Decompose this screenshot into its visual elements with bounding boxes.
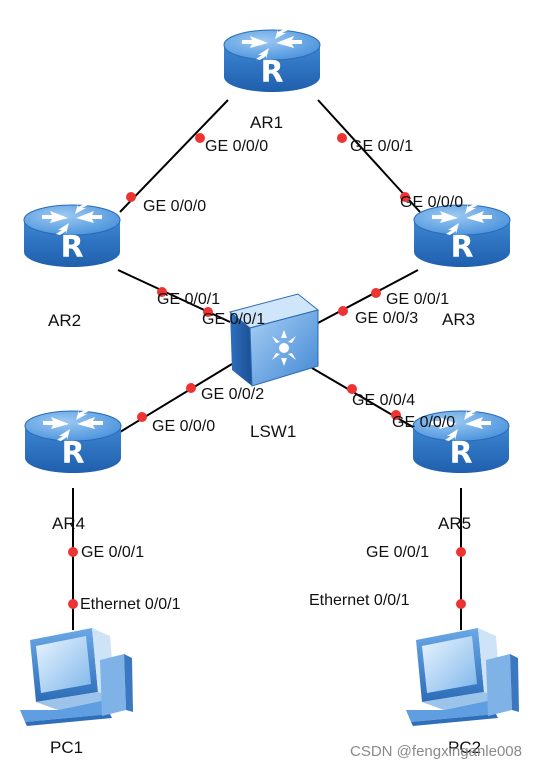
- port-dot: [400, 192, 410, 202]
- port-dot: [126, 192, 136, 202]
- port-dot: [186, 383, 196, 393]
- link-ar3-lsw1: [315, 269, 419, 325]
- port-dot: [391, 410, 401, 420]
- port-dot: [68, 599, 78, 609]
- port-label: GE 0/0/0: [152, 418, 215, 435]
- pc-icon[interactable]: [406, 628, 519, 726]
- port-label: GE 0/0/0: [205, 138, 268, 155]
- port-dot: [456, 547, 466, 557]
- port-dot: [338, 306, 348, 316]
- port-label: GE 0/0/1: [157, 291, 220, 308]
- port-dot: [137, 412, 147, 422]
- router-icon[interactable]: [23, 203, 121, 268]
- port-label: GE 0/0/0: [400, 194, 463, 211]
- port-label: GE 0/0/2: [201, 386, 264, 403]
- port-label: GE 0/0/1: [202, 311, 265, 328]
- link-ar1-ar2: [119, 99, 229, 213]
- port-dot: [203, 307, 213, 317]
- port-label: GE 0/0/1: [386, 291, 449, 308]
- port-dot: [68, 547, 78, 557]
- router-icon[interactable]: [223, 28, 321, 93]
- router-icon[interactable]: [413, 203, 511, 268]
- device-label-ar2: AR2: [48, 311, 81, 330]
- port-dot: [195, 133, 205, 143]
- port-dot: [456, 599, 466, 609]
- device-label-pc1: PC1: [50, 738, 83, 757]
- port-label: GE 0/0/0: [392, 414, 455, 431]
- port-label: GE 0/0/1: [81, 544, 144, 561]
- links: [72, 99, 462, 630]
- port-label: GE 0/0/1: [366, 544, 429, 561]
- router-icon[interactable]: [24, 409, 122, 474]
- port-label: Ethernet 0/0/1: [80, 596, 181, 613]
- device-label-ar5: AR5: [438, 514, 471, 533]
- link-lsw1-ar5: [311, 367, 419, 431]
- switch-icon[interactable]: [228, 293, 320, 387]
- device-label-ar3: AR3: [442, 310, 475, 329]
- port-dot: [371, 288, 381, 298]
- device-label-ar1: AR1: [250, 113, 283, 132]
- port-label: GE 0/0/3: [355, 310, 418, 327]
- port-label: GE 0/0/0: [143, 198, 206, 215]
- port-label: Ethernet 0/0/1: [309, 592, 410, 609]
- device-label-pc2: PC2: [448, 738, 481, 757]
- port-label: GE 0/0/1: [350, 138, 413, 155]
- device-label-ar4: AR4: [52, 514, 85, 533]
- watermark: CSDN @fengxinganle008: [350, 743, 522, 760]
- port-dots: [68, 133, 466, 609]
- pc-icon[interactable]: [20, 628, 133, 726]
- port-dot: [347, 384, 357, 394]
- device-label-lsw1: LSW1: [250, 422, 296, 441]
- port-dot: [337, 133, 347, 143]
- port-dot: [157, 287, 167, 297]
- port-label: GE 0/0/4: [352, 392, 415, 409]
